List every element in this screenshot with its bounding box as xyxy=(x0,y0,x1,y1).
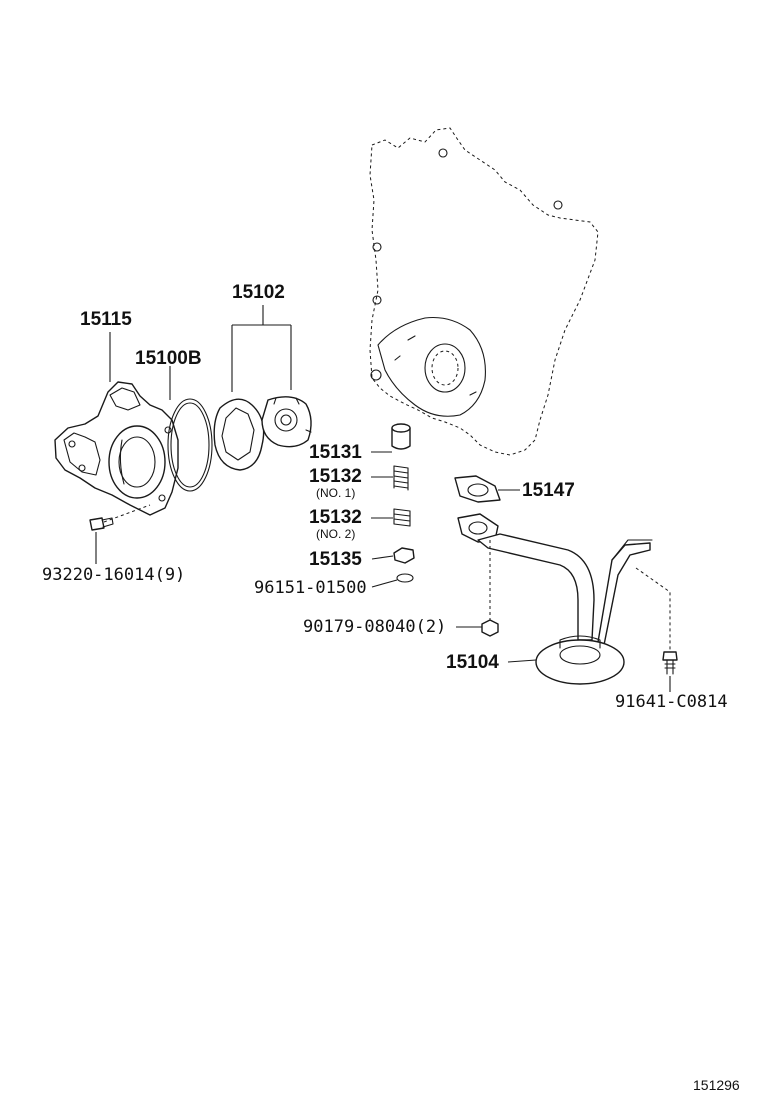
label-15132-no2: 15132 xyxy=(309,507,362,528)
label-15135: 15135 xyxy=(309,549,362,570)
leader-lines xyxy=(95,305,671,692)
retainer xyxy=(393,547,415,564)
label-15100b: 15100B xyxy=(135,348,202,369)
spring-no2 xyxy=(393,508,411,527)
oil-strainer xyxy=(457,513,653,685)
label-15104: 15104 xyxy=(446,652,499,673)
label-96151-01500: 96151-01500 xyxy=(254,578,367,598)
label-15147: 15147 xyxy=(522,480,575,501)
engine-block-outline xyxy=(369,127,599,456)
label-15132-no1-sub: (NO. 1) xyxy=(316,486,355,500)
o-ring-15100b xyxy=(167,398,213,492)
label-15131: 15131 xyxy=(309,442,362,463)
label-15102: 15102 xyxy=(232,282,285,303)
o-ring-15100b-inner xyxy=(170,402,210,488)
label-15132-no1: 15132 xyxy=(309,466,362,487)
spring-no1 xyxy=(393,465,409,491)
bolt-93220 xyxy=(89,517,114,531)
label-90179-08040: 90179-08040(2) xyxy=(303,617,446,637)
bolt-91641 xyxy=(662,651,678,675)
label-93220-16014: 93220-16014(9) xyxy=(42,565,185,585)
diagram-reference-number: 151296 xyxy=(693,1077,740,1093)
relief-valve xyxy=(391,423,411,450)
strainer-gasket xyxy=(454,475,501,503)
nut-90179 xyxy=(481,619,499,637)
oil-pump-body xyxy=(54,381,179,516)
snap-ring xyxy=(396,573,414,583)
rotor-set xyxy=(213,396,312,471)
label-15115: 15115 xyxy=(80,309,132,330)
label-91641-c0814: 91641-C0814 xyxy=(615,692,728,712)
alignment-lines xyxy=(103,504,671,650)
label-15132-no2-sub: (NO. 2) xyxy=(316,527,355,541)
